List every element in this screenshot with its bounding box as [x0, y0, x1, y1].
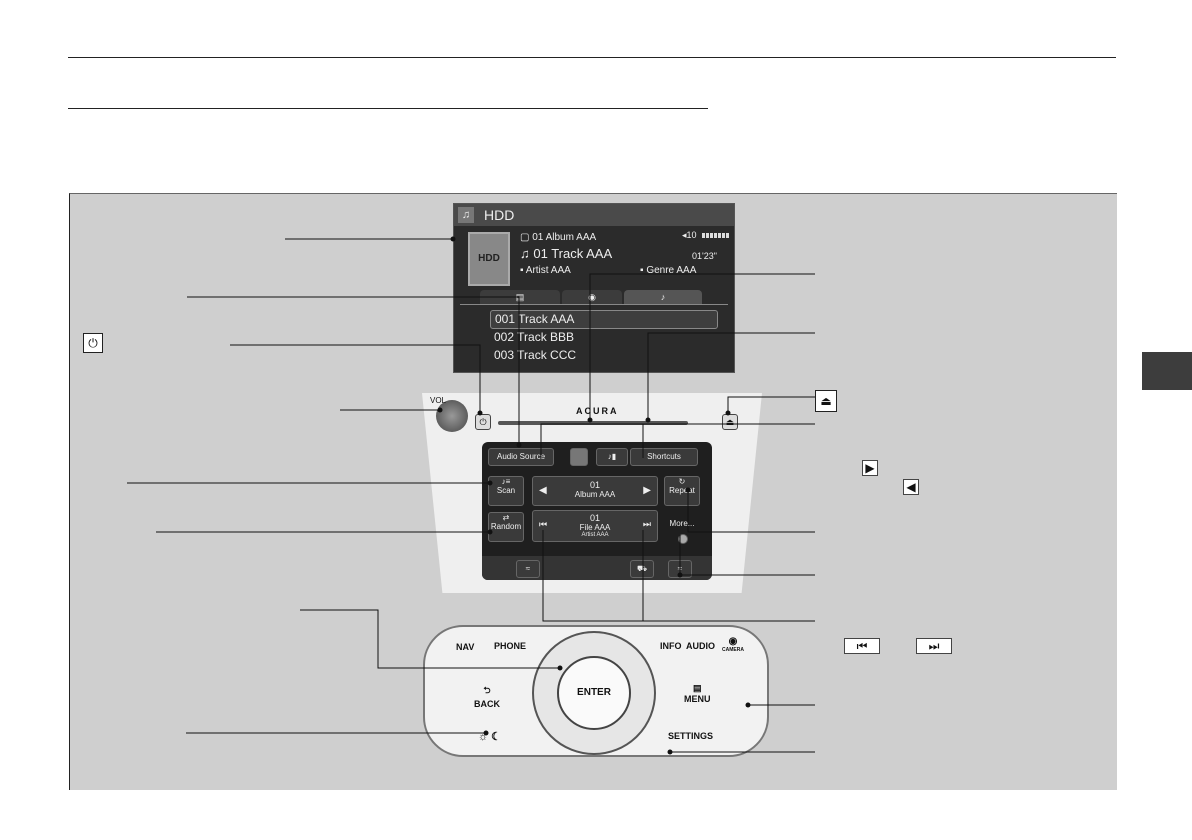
disc-slot[interactable]	[498, 421, 688, 425]
brand-logo: ACURA	[576, 406, 619, 416]
genre-text: Genre AAA	[646, 265, 697, 276]
more-button[interactable]: More...	[669, 519, 695, 528]
camera-icon: ◉	[728, 636, 738, 647]
settings-button[interactable]: SETTINGS	[668, 731, 714, 741]
eject-button[interactable]: ⏏	[722, 414, 738, 430]
album-line: ▢ 01 Album AAA	[520, 232, 597, 243]
list-tabs: ▤ ◉ ♪	[460, 288, 728, 305]
repeat-label: Repeat	[669, 486, 695, 495]
tab-tracks[interactable]: ♪	[624, 290, 702, 304]
climate-bar: ≈ ⛟ ≈	[482, 556, 712, 580]
scan-icon: ♪≡	[501, 477, 511, 486]
album-prev-icon[interactable]: ◀	[539, 485, 547, 496]
volume-readout: ◂10	[682, 230, 697, 240]
shortcuts-button[interactable]: Shortcuts	[630, 448, 698, 466]
section-rule	[68, 108, 708, 109]
touch-panel: Audio Source ♪▮ Shortcuts ♪≡ Scan ◀ 01 A…	[482, 442, 712, 580]
repeat-button[interactable]: ↻ Repeat	[664, 476, 700, 506]
track-list-item[interactable]: 003 Track CCC	[494, 348, 577, 362]
scan-label: Scan	[496, 486, 516, 495]
skip-forward-icon[interactable]: ⏭	[642, 519, 651, 529]
camera-label: CAMERA	[722, 647, 744, 653]
audio-source-button[interactable]: Audio Source	[488, 448, 554, 466]
artist-line: ▪ Artist AAA	[520, 265, 571, 276]
eject-icon: ⏏	[815, 390, 837, 412]
file-selector[interactable]: ⏮ 01 File AAA Artist AAA ⏭	[532, 510, 658, 542]
menu-label: MENU	[684, 694, 711, 704]
album-art[interactable]: HDD	[468, 232, 510, 286]
track-list-item[interactable]: 001 Track AAA	[490, 310, 718, 329]
tab-folder[interactable]: ▤	[480, 290, 560, 304]
play-left-icon: ◀	[903, 479, 919, 495]
album-number: 01	[589, 480, 600, 490]
info-button[interactable]: INFO	[660, 641, 682, 651]
car-recirc-icon[interactable]: ⛟	[630, 560, 654, 578]
file-artist: Artist AAA	[581, 532, 609, 538]
artist-text: Artist AAA	[525, 265, 571, 276]
volume-bar	[702, 233, 730, 238]
album-selector[interactable]: ◀ 01 Album AAA ▶	[532, 476, 658, 506]
tab-disc[interactable]: ◉	[562, 290, 622, 304]
file-name: File AAA	[579, 523, 611, 532]
seat-heat-right-icon[interactable]: ≈	[668, 560, 692, 578]
genre-line: ▪ Genre AAA	[640, 265, 697, 276]
random-icon: ⇄	[502, 513, 510, 522]
skip-back-icon[interactable]: ⏮	[539, 519, 548, 529]
menu-button[interactable]: ▤ MENU	[684, 683, 711, 704]
menu-icon: ▤	[692, 683, 702, 693]
repeat-icon: ↻	[678, 477, 686, 486]
power-icon: ⏻	[83, 333, 103, 353]
volume-value: 10	[686, 230, 697, 240]
nav-button[interactable]: NAV	[456, 642, 475, 652]
proximity-sensor	[678, 534, 688, 544]
skip-forward-icon: ⏭	[916, 638, 952, 654]
back-button[interactable]: ⮌ BACK	[474, 683, 500, 709]
album-next-icon[interactable]: ▶	[643, 485, 651, 496]
seat-heat-left-icon[interactable]: ≈	[516, 560, 540, 578]
elapsed-time: 01'23"	[692, 251, 717, 261]
chapter-tab	[1142, 352, 1192, 390]
file-number: 01	[589, 513, 600, 523]
upper-display: ♫ HDD HDD ▢ 01 Album AAA ♫ 01 Track AAA …	[453, 203, 735, 373]
vol-label: VOL	[430, 396, 447, 405]
random-button[interactable]: ⇄ Random	[488, 512, 524, 542]
track-text: 01 Track AAA	[533, 246, 613, 261]
skip-back-icon: ⏮	[844, 638, 880, 654]
album-text: 01 Album AAA	[532, 232, 597, 243]
top-rule	[68, 57, 1116, 58]
back-icon: ⮌	[483, 685, 491, 695]
source-indicator[interactable]	[570, 448, 588, 466]
camera-button[interactable]: ◉ CAMERA	[722, 636, 744, 653]
random-label: Random	[490, 522, 522, 531]
source-title: HDD	[484, 207, 515, 223]
back-label: BACK	[474, 699, 500, 709]
scan-button[interactable]: ♪≡ Scan	[488, 476, 524, 506]
display-header: ♫ HDD	[454, 204, 734, 226]
audio-button[interactable]: AUDIO	[686, 641, 715, 651]
music-note-icon: ♫	[458, 207, 474, 223]
day-night-button[interactable]: ☼ ☾	[478, 731, 501, 743]
play-right-icon: ▶	[862, 460, 878, 476]
phone-button[interactable]: PHONE	[494, 641, 527, 651]
music-search-button[interactable]: ♪▮	[596, 448, 628, 466]
album-name: Album AAA	[574, 490, 616, 499]
enter-button[interactable]: ENTER	[557, 656, 631, 730]
power-button[interactable]: ⏻	[475, 414, 491, 430]
track-line: ♫ 01 Track AAA	[520, 246, 613, 261]
track-list-item[interactable]: 002 Track BBB	[494, 330, 575, 344]
